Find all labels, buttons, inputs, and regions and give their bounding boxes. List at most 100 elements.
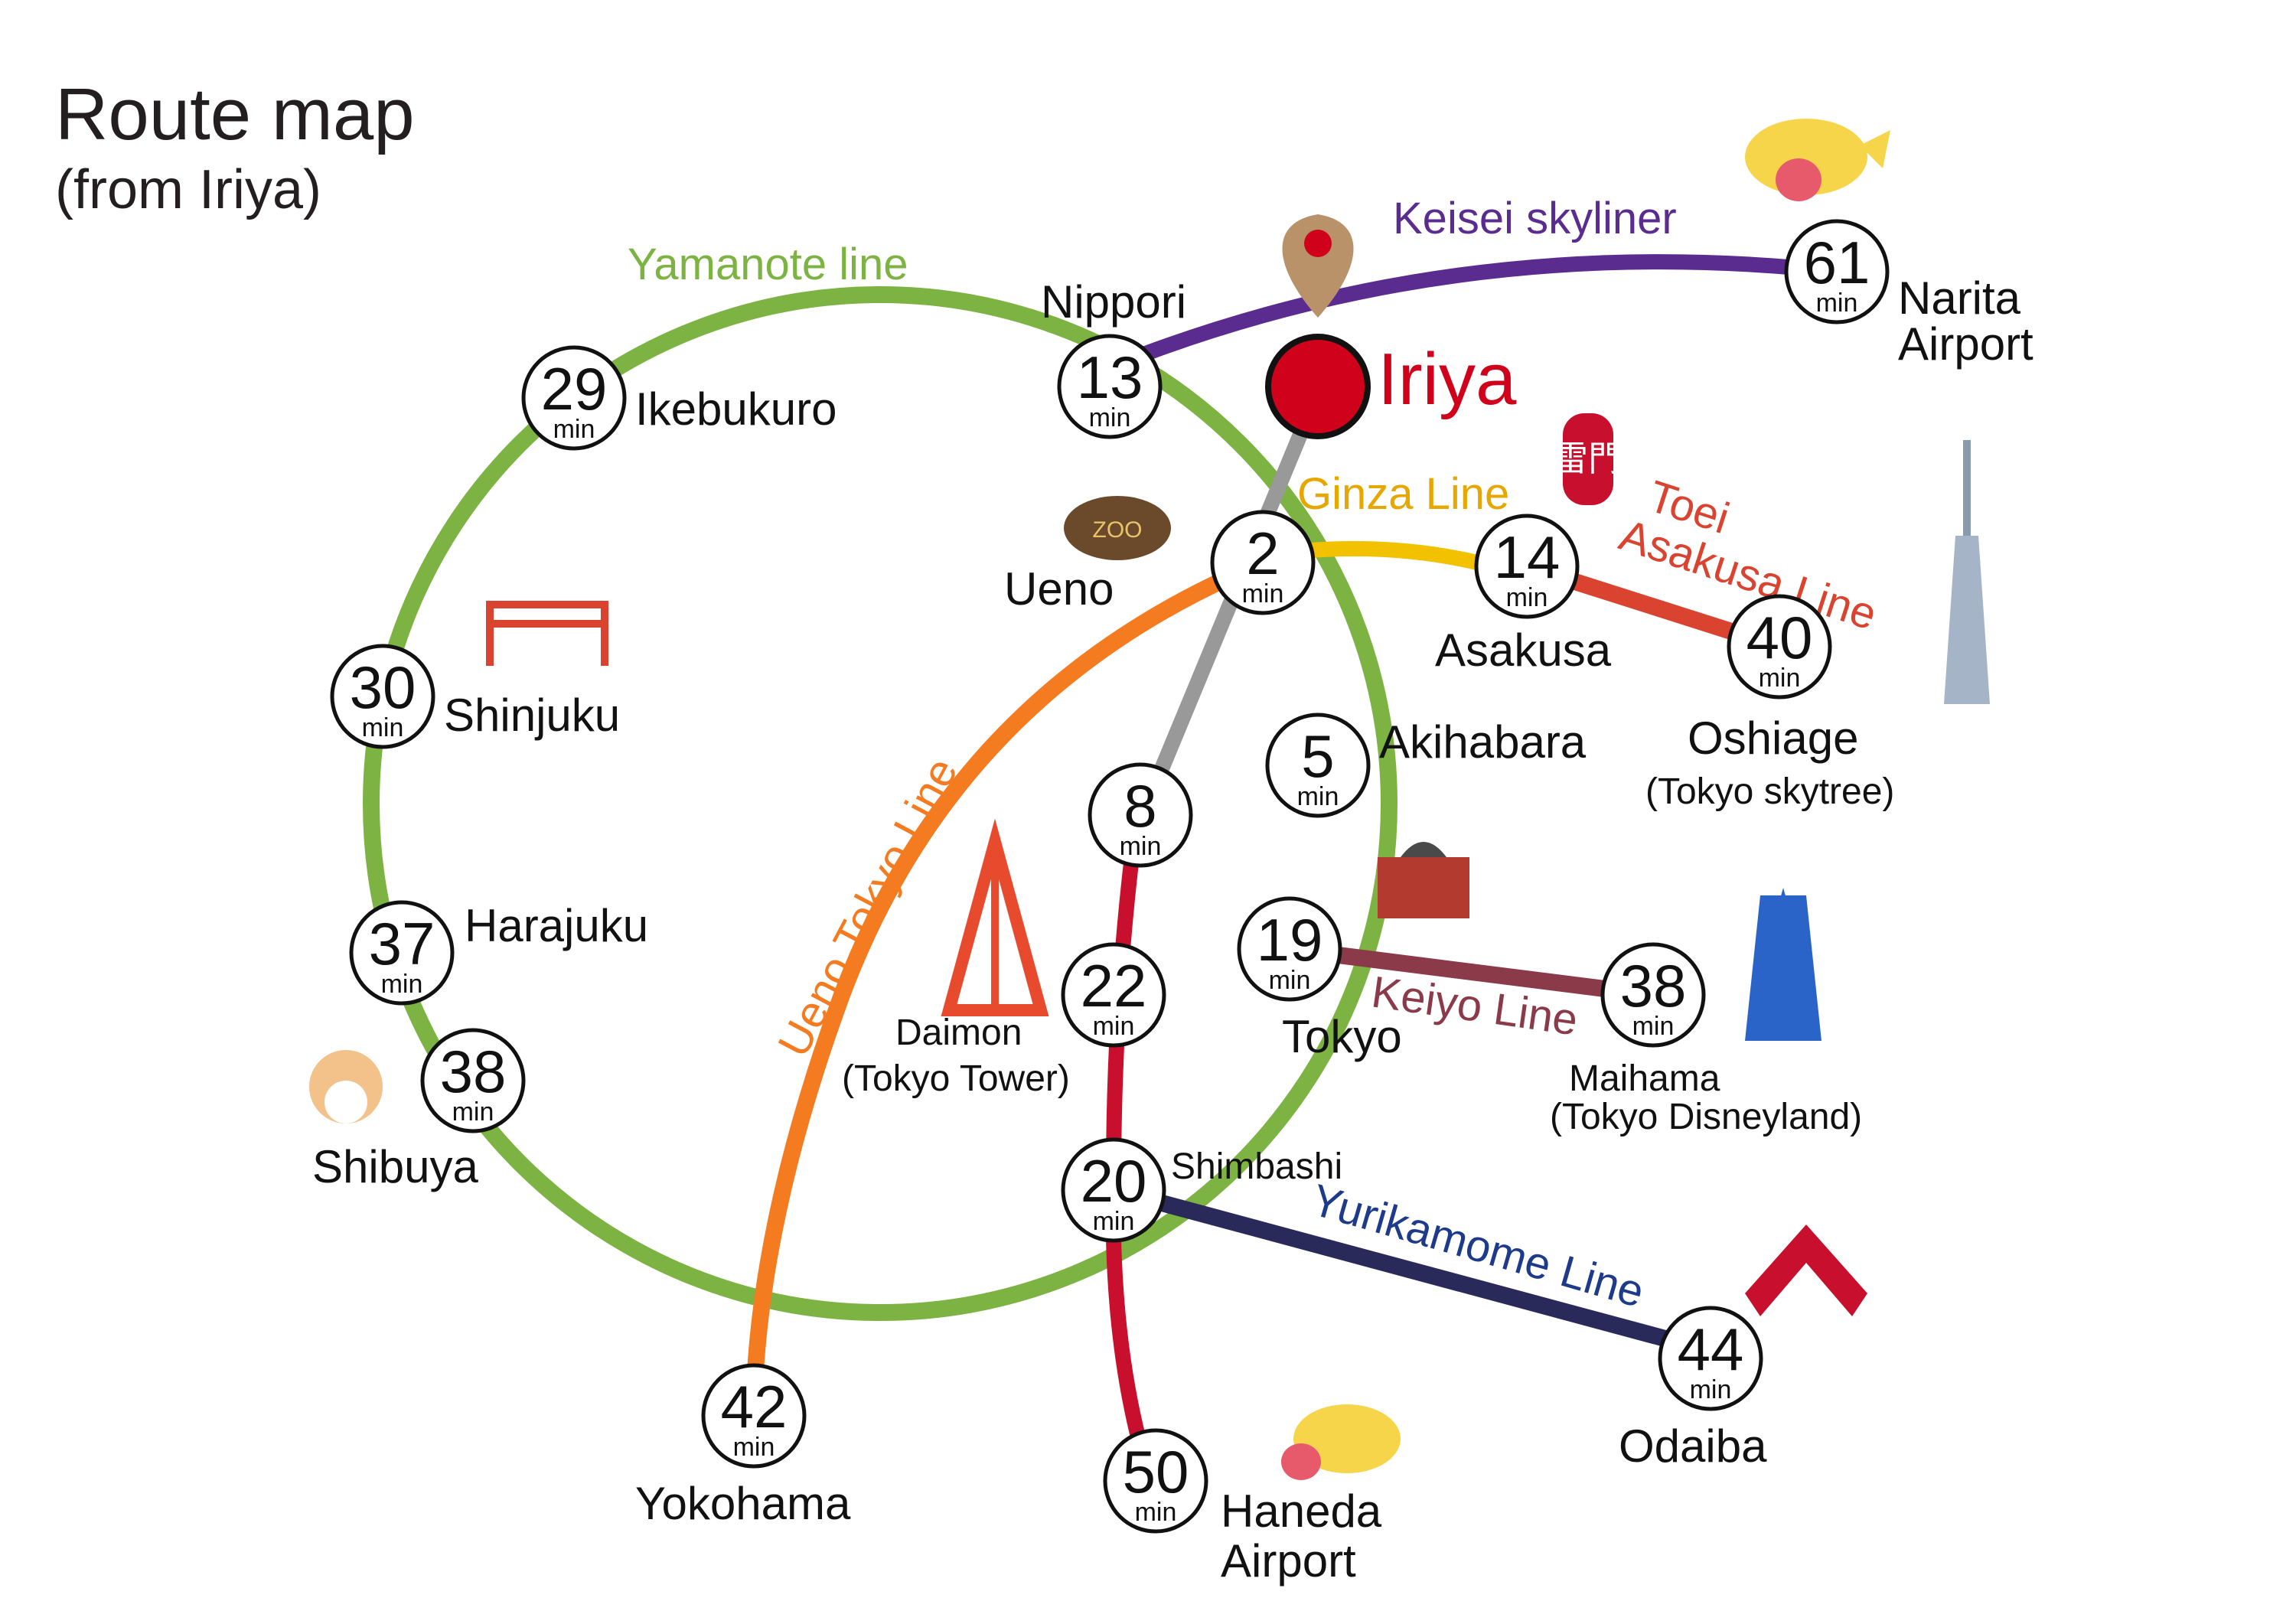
svg-text:(Tokyo skytree): (Tokyo skytree) <box>1645 771 1894 812</box>
station-shimbashi: 20 min Shimbashi <box>1061 1137 1342 1243</box>
station-shinjuku: 30 min Shinjuku <box>330 644 620 749</box>
svg-text:min: min <box>1816 289 1858 318</box>
svg-text:Daimon: Daimon <box>895 1013 1022 1053</box>
svg-text:8: 8 <box>1124 772 1156 840</box>
svg-text:min: min <box>1093 1207 1135 1236</box>
tokyo-tower-icon <box>941 818 1049 1016</box>
svg-text:Yokohama: Yokohama <box>635 1478 851 1529</box>
keisei-line <box>1107 254 1838 375</box>
gundam-cafe-icon <box>1745 1225 1867 1316</box>
svg-text:min: min <box>1089 403 1131 432</box>
svg-text:Airport: Airport <box>1221 1535 1356 1586</box>
tokyo-station-icon <box>1378 842 1469 918</box>
station-oshiage: 40 min Oshiage (Tokyo skytree) <box>1645 594 1894 812</box>
station-ueno: 2 min Ueno <box>1004 510 1316 615</box>
station-tokyo: 19 min Tokyo <box>1237 896 1402 1062</box>
location-pin-icon <box>1282 214 1354 318</box>
station-maihama: 38 min Maihama (Tokyo Disneyland) <box>1550 942 1862 1137</box>
station-haneda: 50 min Haneda Airport <box>1103 1428 1382 1586</box>
svg-text:Harajuku: Harajuku <box>465 900 648 951</box>
svg-text:min: min <box>452 1097 494 1127</box>
svg-text:ZOO: ZOO <box>1093 517 1143 543</box>
svg-text:38: 38 <box>440 1038 507 1105</box>
svg-text:20: 20 <box>1081 1147 1147 1215</box>
svg-text:Tokyo: Tokyo <box>1282 1011 1402 1062</box>
station-ikebukuro: 29 min Ikebukuro <box>521 345 837 451</box>
origin-label: Iriya <box>1378 338 1517 420</box>
svg-text:min: min <box>1242 579 1284 608</box>
svg-text:min: min <box>1269 966 1311 995</box>
svg-text:(Tokyo Tower): (Tokyo Tower) <box>842 1058 1070 1099</box>
svg-text:13: 13 <box>1077 344 1143 411</box>
lantern-icon: 雷門 <box>1553 413 1623 505</box>
shiba-dog-icon <box>309 1050 383 1123</box>
station-yokohama: 42 min Yokohama <box>635 1363 851 1529</box>
yurikamome-line <box>1111 1182 1713 1359</box>
svg-text:40: 40 <box>1746 604 1813 671</box>
castle-icon <box>1745 888 1821 1041</box>
svg-text:Narita: Narita <box>1898 272 2021 324</box>
svg-text:min: min <box>1690 1375 1732 1404</box>
gate-icon <box>486 601 608 666</box>
ueno-tokyo-line <box>745 554 1267 1409</box>
station-shibuya: 38 min Shibuya <box>312 1028 526 1192</box>
station-8min: 8 min <box>1088 762 1193 868</box>
svg-text:Maihama: Maihama <box>1569 1058 1720 1099</box>
station-nippori: 13 min Nippori <box>1041 276 1186 439</box>
svg-text:61: 61 <box>1804 229 1870 296</box>
svg-text:22: 22 <box>1081 952 1147 1019</box>
svg-text:Haneda: Haneda <box>1221 1485 1382 1537</box>
svg-text:min: min <box>553 415 595 444</box>
svg-text:29: 29 <box>541 355 608 422</box>
svg-text:14: 14 <box>1494 523 1561 591</box>
station-akihabara: 5 min Akihabara <box>1265 713 1587 818</box>
ginza-label: Ginza Line <box>1297 469 1509 519</box>
svg-text:Ikebukuro: Ikebukuro <box>635 383 837 435</box>
svg-text:min: min <box>1093 1012 1135 1041</box>
svg-text:30: 30 <box>350 654 416 721</box>
map-title: Route map <box>55 73 415 155</box>
svg-text:5: 5 <box>1301 722 1334 790</box>
yamanote-label: Yamanote line <box>628 240 908 289</box>
svg-text:Akihabara: Akihabara <box>1379 716 1587 768</box>
svg-text:min: min <box>1632 1012 1675 1041</box>
svg-text:min: min <box>733 1433 775 1462</box>
svg-text:Shimbashi: Shimbashi <box>1171 1146 1342 1187</box>
svg-text:雷門: 雷門 <box>1553 439 1623 478</box>
svg-text:min: min <box>362 713 404 742</box>
svg-text:min: min <box>1759 664 1801 693</box>
station-daimon: 22 min Daimon (Tokyo Tower) <box>842 942 1166 1099</box>
airplane-icon <box>1745 119 1890 201</box>
keisei-label: Keisei skyliner <box>1393 194 1677 243</box>
svg-text:min: min <box>1135 1498 1177 1527</box>
svg-text:Airport: Airport <box>1898 318 2033 370</box>
station-asakusa: 14 min Asakusa <box>1435 514 1612 676</box>
svg-text:Shinjuku: Shinjuku <box>444 690 620 741</box>
svg-text:min: min <box>1297 782 1339 811</box>
svg-text:min: min <box>381 970 423 999</box>
svg-text:37: 37 <box>369 910 435 977</box>
skytree-icon <box>1944 440 1990 704</box>
svg-text:Nippori: Nippori <box>1041 276 1186 328</box>
svg-text:(Tokyo Disneyland): (Tokyo Disneyland) <box>1550 1097 1862 1137</box>
origin-marker <box>1265 334 1371 439</box>
svg-text:Oshiage: Oshiage <box>1688 713 1858 764</box>
svg-text:42: 42 <box>721 1373 788 1440</box>
station-harajuku: 37 min Harajuku <box>349 900 648 1006</box>
svg-text:19: 19 <box>1257 906 1323 973</box>
svg-text:min: min <box>1506 583 1548 612</box>
svg-text:Odaiba: Odaiba <box>1619 1420 1767 1472</box>
svg-text:44: 44 <box>1678 1316 1744 1383</box>
svg-text:2: 2 <box>1246 520 1279 587</box>
station-narita: 61 min Narita Airport <box>1784 219 2033 370</box>
svg-text:min: min <box>1120 832 1162 861</box>
svg-text:38: 38 <box>1620 952 1687 1019</box>
svg-text:Shibuya: Shibuya <box>312 1141 478 1192</box>
map-subtitle: (from Iriya) <box>55 159 321 220</box>
zoo-icon: ZOO <box>1064 496 1171 560</box>
yamanote-line <box>363 286 1397 1321</box>
airplane-icon-haneda <box>1281 1404 1401 1480</box>
svg-text:Asakusa: Asakusa <box>1435 624 1612 676</box>
keiyo-line <box>1288 941 1655 1003</box>
svg-text:Ueno: Ueno <box>1004 563 1114 615</box>
